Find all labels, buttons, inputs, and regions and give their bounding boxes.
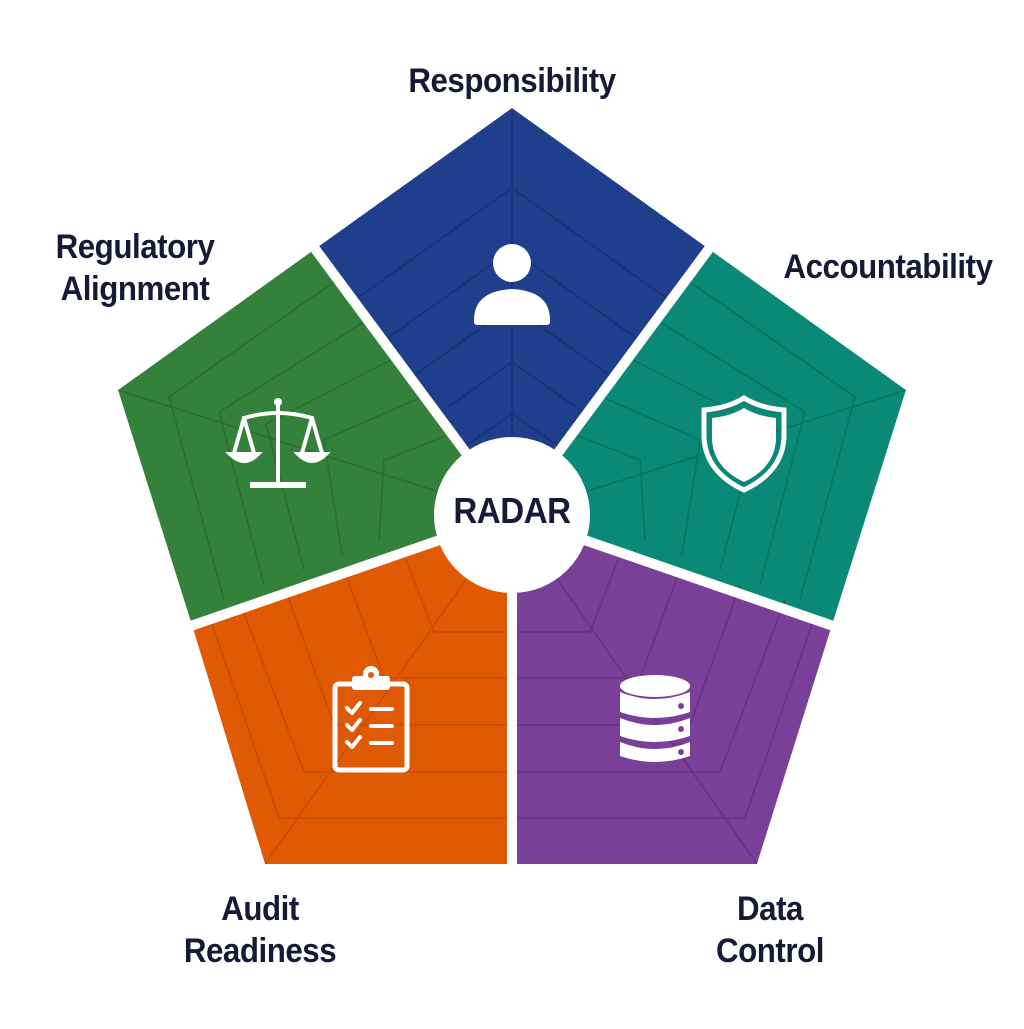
center-circle (434, 437, 590, 593)
shield-icon (701, 395, 787, 493)
label-regulatory-alignment: Regulatory Alignment (29, 226, 241, 310)
label-line: Readiness (183, 932, 337, 970)
label-accountability: Accountability (768, 246, 1007, 288)
scales-icon (225, 398, 331, 488)
person-icon (474, 244, 550, 325)
label-line: Accountability (783, 248, 993, 286)
label-line: Alignment (60, 270, 210, 308)
label-data-control: Data Control (669, 888, 871, 972)
clipboard-checklist-icon (332, 666, 410, 773)
label-audit-readiness: Audit Readiness (150, 888, 371, 972)
database-icon (620, 675, 690, 762)
center-label: RADAR (453, 490, 571, 531)
label-line: Audit (221, 890, 299, 928)
label-responsibility: Responsibility (328, 60, 696, 102)
label-line: Control (716, 932, 824, 970)
label-line: Data (737, 890, 803, 928)
label-line: Responsibility (408, 62, 616, 100)
label-line: Regulatory (55, 228, 215, 266)
